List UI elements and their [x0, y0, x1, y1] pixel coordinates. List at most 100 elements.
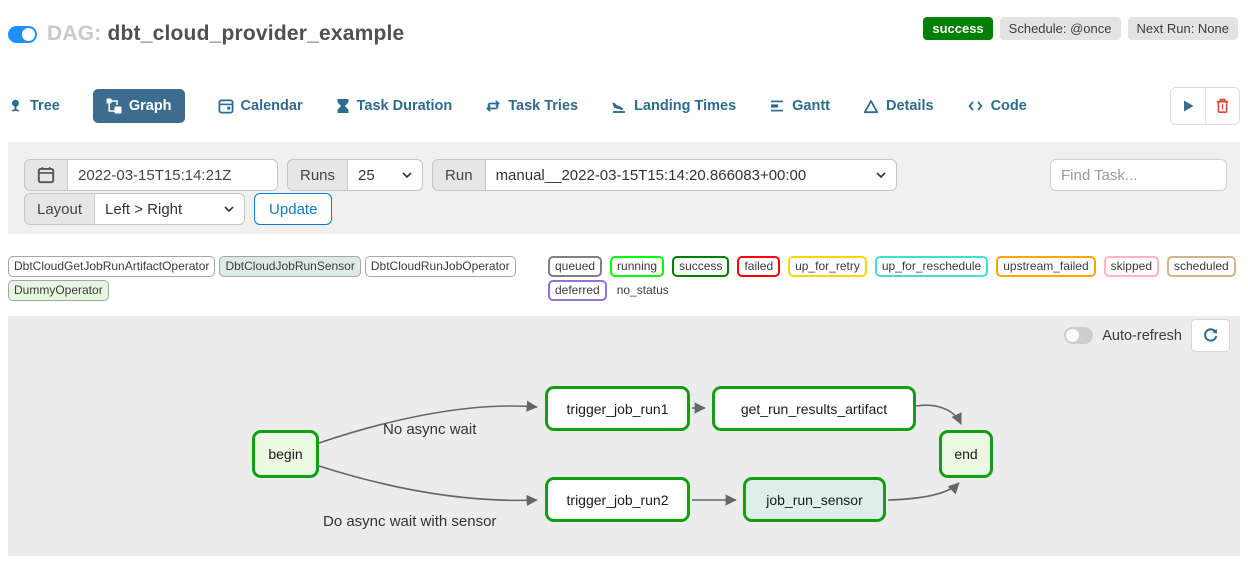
- refresh-button[interactable]: [1191, 319, 1230, 352]
- auto-refresh-toggle[interactable]: [1064, 327, 1094, 344]
- base-date-calendar-button[interactable]: [24, 159, 67, 191]
- dag-status-badge: success: [923, 17, 993, 40]
- no-status-label: no_status: [616, 283, 669, 297]
- graph-panel: Auto-refresh No async wait Do async wait…: [8, 316, 1240, 556]
- triangle-icon: [863, 99, 879, 113]
- operator-legend: DbtCloudGetJobRunArtifactOperator DbtClo…: [8, 256, 548, 301]
- layout-group: Layout Left > Right: [24, 193, 246, 225]
- filter-bar: Runs 25 Run manual__2022-03-15T15:14:20.…: [8, 142, 1240, 234]
- toggle-knob: [22, 27, 35, 41]
- delete-dag-button[interactable]: [1205, 88, 1239, 124]
- tab-label: Gantt: [792, 98, 830, 114]
- tab-label: Graph: [128, 98, 172, 114]
- status-badge: queued: [548, 256, 603, 277]
- task-node-trigger-job-run2[interactable]: trigger_job_run2: [545, 477, 690, 522]
- next-run-badge: Next Run: None: [1127, 17, 1238, 40]
- dag-header: DAG:dbt_cloud_provider_example success S…: [8, 12, 1240, 56]
- filter-row-1: Runs 25 Run manual__2022-03-15T15:14:20.…: [24, 159, 1227, 191]
- task-node-trigger-job-run1[interactable]: trigger_job_run1: [545, 386, 690, 431]
- status-badge: up_for_reschedule: [874, 256, 989, 277]
- edge-artifact-end: [915, 404, 962, 425]
- runs-label: Runs: [287, 159, 348, 191]
- chevron-down-icon: [402, 172, 412, 178]
- calendar-icon: [37, 167, 55, 184]
- status-badge: skipped: [1103, 256, 1159, 277]
- legend: DbtCloudGetJobRunArtifactOperator DbtClo…: [8, 256, 1240, 301]
- edge-sensor-end: [887, 482, 960, 501]
- update-button[interactable]: Update: [254, 193, 333, 225]
- graph-icon: [106, 98, 122, 114]
- tree-icon: [11, 99, 20, 112]
- dag-prefix: DAG:: [47, 22, 102, 45]
- edge-label: Do async wait with sensor: [323, 513, 497, 530]
- tab-task-tries[interactable]: Task Tries: [485, 98, 578, 114]
- tab-code[interactable]: Code: [967, 98, 1027, 114]
- toggle-knob: [1066, 329, 1080, 342]
- layout-select[interactable]: Left > Right: [94, 193, 246, 225]
- header-badges: success Schedule: @once Next Run: None: [923, 17, 1238, 40]
- code-icon: [967, 101, 983, 111]
- num-runs-value: 25: [358, 166, 375, 184]
- status-legend: queued running success failed up_for_ret…: [548, 256, 1240, 301]
- status-badge: success: [672, 256, 730, 277]
- tab-graph[interactable]: Graph: [92, 89, 185, 123]
- dag-pause-toggle[interactable]: [8, 25, 37, 43]
- dag-name: dbt_cloud_provider_example: [107, 22, 405, 45]
- run-value: manual__2022-03-15T15:14:20.866083+00:00: [495, 166, 807, 184]
- status-badge: failed: [737, 256, 781, 277]
- layout-label: Layout: [24, 193, 95, 225]
- status-badge: up_for_retry: [788, 256, 867, 277]
- task-node-job-run-sensor[interactable]: job_run_sensor: [743, 477, 886, 522]
- operator-badge: DbtCloudJobRunSensor: [219, 256, 361, 277]
- tab-label: Details: [886, 98, 934, 114]
- page-title: DAG:dbt_cloud_provider_example: [47, 22, 404, 46]
- trash-icon: [1216, 98, 1229, 114]
- tab-label: Task Tries: [508, 98, 579, 114]
- chevron-down-icon: [875, 172, 886, 178]
- task-node-begin[interactable]: begin: [252, 430, 319, 478]
- tab-landing-times[interactable]: Landing Times: [611, 98, 736, 114]
- filter-row-2: Layout Left > Right Update: [24, 193, 1227, 225]
- status-badge: scheduled: [1167, 256, 1236, 277]
- edge-begin-trigger2: [318, 465, 538, 507]
- tab-label: Calendar: [240, 98, 303, 114]
- plane-landing-icon: [612, 102, 626, 113]
- edge-label: No async wait: [383, 421, 477, 438]
- gantt-icon: [771, 100, 784, 112]
- status-badge: upstream_failed: [996, 256, 1096, 277]
- refresh-icon: [1204, 328, 1218, 342]
- layout-value: Left > Right: [105, 200, 183, 218]
- trigger-dag-button[interactable]: [1171, 88, 1205, 124]
- graph-toolbar: Auto-refresh: [1064, 319, 1230, 352]
- base-date-group: [24, 159, 278, 191]
- tab-task-duration[interactable]: Task Duration: [336, 98, 453, 114]
- task-node-get-run-results-artifact[interactable]: get_run_results_artifact: [712, 386, 916, 431]
- status-badge: running: [610, 256, 665, 277]
- schedule-badge[interactable]: Schedule: @once: [999, 17, 1121, 40]
- play-icon: [1183, 100, 1193, 112]
- operator-badge: DbtCloudRunJobOperator: [364, 256, 516, 277]
- num-runs-select[interactable]: 25: [347, 159, 424, 191]
- find-task-input[interactable]: [1050, 159, 1227, 191]
- run-label: Run: [432, 159, 485, 191]
- tab-label: Tree: [30, 98, 60, 114]
- tab-label: Code: [990, 98, 1027, 114]
- base-date-input[interactable]: [67, 159, 278, 191]
- tab-tree[interactable]: Tree: [8, 98, 60, 114]
- dag-edges: [318, 400, 962, 507]
- repeat-icon: [486, 100, 501, 112]
- auto-refresh-label: Auto-refresh: [1102, 327, 1182, 344]
- tab-calendar[interactable]: Calendar: [218, 98, 303, 114]
- operator-badge: DummyOperator: [8, 280, 109, 301]
- tab-label: Task Duration: [356, 98, 453, 114]
- chevron-down-icon: [224, 206, 234, 212]
- tab-details[interactable]: Details: [863, 98, 934, 114]
- tab-gantt[interactable]: Gantt: [769, 98, 830, 114]
- operator-badge: DbtCloudGetJobRunArtifactOperator: [8, 256, 216, 277]
- calendar-icon: [218, 99, 234, 114]
- num-runs-group: Runs 25: [287, 159, 424, 191]
- hourglass-icon: [337, 99, 349, 113]
- run-select[interactable]: manual__2022-03-15T15:14:20.866083+00:00: [484, 159, 897, 191]
- task-node-end[interactable]: end: [939, 430, 993, 478]
